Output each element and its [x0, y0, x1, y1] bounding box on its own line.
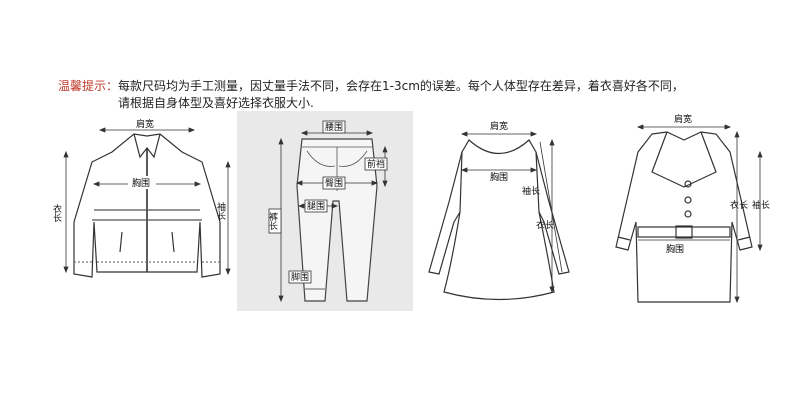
- jacket-chest-label: 胸围: [132, 177, 150, 189]
- pants-waist-label: 腰围: [325, 122, 343, 133]
- coat-shoulder-label: 肩宽: [674, 113, 692, 125]
- dress-sleeve-label: 袖长: [522, 185, 540, 197]
- jacket-drawing: 肩宽 胸围 衣长 袖长: [52, 118, 231, 278]
- coat-chest-label: 胸围: [666, 243, 684, 255]
- notice-line-2: 请根据自身体型及喜好选择衣服大小.: [118, 96, 314, 110]
- coat-length-label: 衣长: [730, 199, 748, 211]
- dress-chest-label: 胸围: [490, 171, 508, 183]
- dress-shoulder-label: 肩宽: [490, 120, 508, 132]
- dress-drawing: 肩宽 胸围 袖长 衣长: [428, 120, 570, 301]
- coat-diagram: 肩宽 胸围 衣长 袖长: [592, 112, 778, 312]
- notice-line-1: 温馨提示：每款尺码均为手工测量，因丈量手法不同，会存在1-3cm的误差。每个人体…: [58, 78, 684, 95]
- dress-diagram: 肩宽 胸围 袖长 衣长: [424, 112, 574, 312]
- pants-hip-label: 臀围: [325, 178, 343, 189]
- pants-hem-label: 脚围: [291, 272, 309, 283]
- dress-length-label: 衣长: [536, 219, 554, 231]
- jacket-length-label: 衣长: [52, 203, 62, 223]
- notice-label: 温馨提示：: [58, 79, 119, 93]
- pants-diagram: 腰围 前裆 臀围 腿围 裤长 脚围: [237, 111, 413, 311]
- pants-drawing: 腰围 前裆 臀围 腿围 裤长 脚围: [267, 120, 388, 303]
- pants-thigh-label: 腿围: [307, 201, 325, 212]
- size-notice: 温馨提示：每款尺码均为手工测量，因丈量手法不同，会存在1-3cm的误差。每个人体…: [58, 78, 684, 112]
- pants-inseam-label: 裤长: [267, 211, 278, 231]
- jacket-sleeve-label: 袖长: [215, 201, 226, 221]
- coat-sleeve-label: 袖长: [752, 199, 770, 211]
- coat-drawing: 肩宽 胸围 衣长 袖长: [615, 113, 770, 304]
- jacket-diagram: 肩宽 胸围 衣长 袖长: [52, 112, 238, 302]
- pants-front-rise-label: 前裆: [367, 158, 385, 170]
- jacket-shoulder-label: 肩宽: [136, 118, 154, 130]
- notice-text-1: 每款尺码均为手工测量，因丈量手法不同，会存在1-3cm的误差。每个人体型存在差异…: [118, 79, 684, 93]
